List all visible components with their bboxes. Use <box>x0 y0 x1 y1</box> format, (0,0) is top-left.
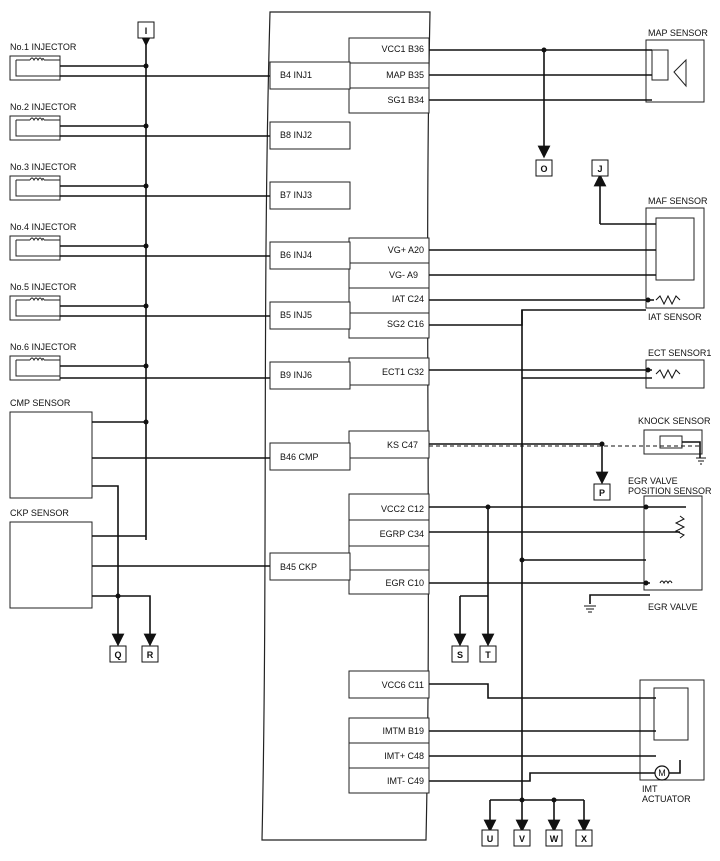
label-iat-sensor: IAT SENSOR <box>648 312 702 322</box>
motor-symbol: M <box>654 765 670 781</box>
pin-inj3: B7 INJ3 <box>280 190 312 200</box>
pin-map: MAP B35 <box>386 70 424 80</box>
ecu-box-egr-group <box>348 493 430 595</box>
injector-5 <box>9 295 61 321</box>
label-inj1: No.1 INJECTOR <box>10 42 77 52</box>
label-ect-sensor: ECT SENSOR1 <box>648 348 711 358</box>
pin-imtp: IMT+ C48 <box>384 751 424 761</box>
svg-text:X: X <box>581 834 587 844</box>
connector-O[interactable]: O <box>535 159 553 177</box>
label-maf-sensor: MAF SENSOR <box>648 196 708 206</box>
injector-2 <box>9 115 61 141</box>
pin-cmp: B46 CMP <box>280 452 319 462</box>
sensor-symbols <box>584 294 706 613</box>
connector-R[interactable]: R <box>141 645 159 663</box>
svg-text:T: T <box>485 650 491 660</box>
pin-inj2: B8 INJ2 <box>280 130 312 140</box>
pin-ect1: ECT1 C32 <box>382 367 424 377</box>
label-cmp: CMP SENSOR <box>10 398 71 408</box>
connector-X[interactable]: X <box>575 829 593 847</box>
svg-text:S: S <box>457 650 463 660</box>
connector-T[interactable]: T <box>479 645 497 663</box>
svg-text:W: W <box>550 834 559 844</box>
pin-vgm: VG- A9 <box>389 270 418 280</box>
egr-position-box <box>643 495 703 591</box>
ecu-box-imt-group <box>348 717 430 794</box>
injector-4 <box>9 235 61 261</box>
ecu-box-inj5 <box>269 301 351 330</box>
injector-1 <box>9 55 61 81</box>
pin-inj5: B5 INJ5 <box>280 310 312 320</box>
ecu-box-inj6 <box>269 361 351 390</box>
right-wiring <box>429 49 701 833</box>
pin-imtn: IMT- C49 <box>387 776 424 786</box>
cmp-sensor-box <box>9 411 93 499</box>
svg-text:M: M <box>658 768 666 778</box>
pin-egrp: EGRP C34 <box>380 529 424 539</box>
pin-vgp: VG+ A20 <box>388 245 424 255</box>
ecu-box-inj3 <box>269 181 351 210</box>
svg-text:J: J <box>597 164 602 174</box>
svg-text:I: I <box>145 26 148 36</box>
ecu-box-map-group <box>348 37 430 114</box>
ecu-box-ect <box>348 357 430 386</box>
pin-vcc6: VCC6 C11 <box>382 680 424 690</box>
label-inj4: No.4 INJECTOR <box>10 222 77 232</box>
svg-text:V: V <box>519 834 525 844</box>
pin-imtm: IMTM B19 <box>382 726 424 736</box>
injector-6 <box>9 355 61 381</box>
label-imt-2: ACTUATOR <box>642 794 691 804</box>
connector-Q[interactable]: Q <box>109 645 127 663</box>
label-inj2: No.2 INJECTOR <box>10 102 77 112</box>
connector-P[interactable]: P <box>593 483 611 501</box>
label-inj6: No.6 INJECTOR <box>10 342 77 352</box>
label-egr-valve-pos2: POSITION SENSOR <box>628 486 712 496</box>
connector-W[interactable]: W <box>545 829 563 847</box>
svg-text:U: U <box>487 834 494 844</box>
ect-sensor-box <box>645 359 705 389</box>
pin-ckp: B45 CKP <box>280 562 317 572</box>
ckp-sensor-box <box>9 521 93 609</box>
label-map-sensor: MAP SENSOR <box>648 28 708 38</box>
right-junction-dots <box>485 47 651 803</box>
svg-text:O: O <box>540 164 547 174</box>
pin-sg2: SG2 C16 <box>387 319 424 329</box>
ecu-box-vcc6 <box>348 670 430 699</box>
pin-inj6: B9 INJ6 <box>280 370 312 380</box>
connector-U[interactable]: U <box>481 829 499 847</box>
svg-text:R: R <box>147 650 154 660</box>
ecu-box-inj1 <box>269 61 351 90</box>
left-junction-dots <box>115 63 149 599</box>
left-wiring <box>60 33 270 647</box>
ecu-box-ckp <box>269 552 351 581</box>
pin-egr: EGR C10 <box>385 578 424 588</box>
injector-3 <box>9 175 61 201</box>
label-inj5: No.5 INJECTOR <box>10 282 77 292</box>
pin-iat: IAT C24 <box>392 294 424 304</box>
label-egr-valve-pos1: EGR VALVE <box>628 476 678 486</box>
label-egr-valve: EGR VALVE <box>648 602 698 612</box>
ecu-box-cmp <box>269 442 351 471</box>
connector-J[interactable]: J <box>591 159 609 177</box>
svg-text:Q: Q <box>114 650 121 660</box>
ecu-box-inj4 <box>269 241 351 270</box>
pin-inj1: B4 INJ1 <box>280 70 312 80</box>
label-imt-1: IMT <box>642 784 658 794</box>
connector-V[interactable]: V <box>513 829 531 847</box>
label-ckp: CKP SENSOR <box>10 508 69 518</box>
connector-I[interactable]: I <box>137 21 155 39</box>
label-inj3: No.3 INJECTOR <box>10 162 77 172</box>
pin-sg1: SG1 B34 <box>387 95 424 105</box>
pin-vcc2: VCC2 C12 <box>381 504 424 514</box>
pin-vcc1: VCC1 B36 <box>381 44 424 54</box>
pin-ks: KS C47 <box>387 440 418 450</box>
svg-text:P: P <box>599 488 605 498</box>
connector-S[interactable]: S <box>451 645 469 663</box>
label-knock-sensor: KNOCK SENSOR <box>638 416 711 426</box>
ecu-box-ks <box>348 430 430 459</box>
pin-inj4: B6 INJ4 <box>280 250 312 260</box>
